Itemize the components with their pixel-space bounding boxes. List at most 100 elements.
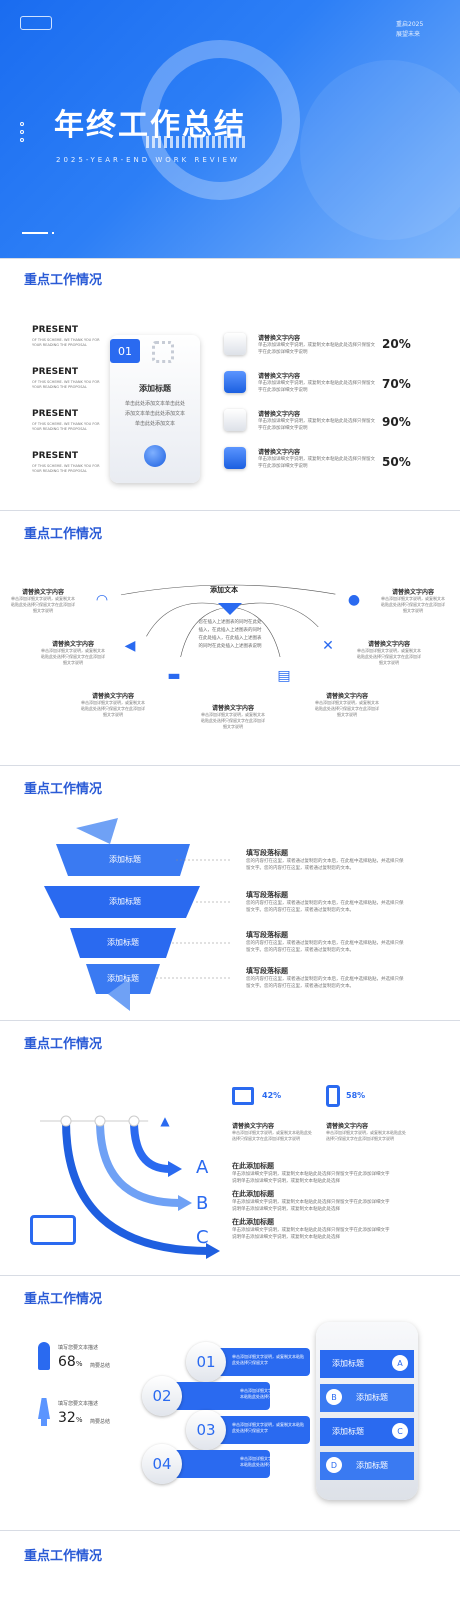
feature-text: 单击添加详细文字说明，或复制文本粘贴此处选择只保留文字在此添加详细文字说明 — [381, 596, 445, 613]
phone-row-badge: C — [392, 1423, 408, 1439]
phone-row-label: 添加标题 — [356, 1393, 388, 1402]
present-item: PRESENT OF THIS SCHEME. WE THANK YOU FOR… — [32, 409, 102, 432]
stat-item: 请替换文字内容 单击添加详细文字说明，或复制文本粘贴此处选择只保留文字在此添加详… — [232, 1121, 312, 1142]
option-letter: B — [196, 1193, 209, 1214]
present-text: OF THIS SCHEME. WE THANK YOU FOR YOUR RE… — [32, 338, 100, 347]
stat-title: 请替换文字内容 — [258, 449, 301, 456]
paragraph-item: 填写段落标题 您的内容打在这里，或者通过复制您的文本后，在此框中选择粘贴，并选择… — [246, 848, 406, 872]
hero-underline — [22, 232, 48, 234]
stat-value: 50% — [382, 455, 411, 469]
stat-title: 请替换文字内容 — [258, 411, 301, 418]
female-number: 32 — [58, 1410, 76, 1426]
stat-title: 请替换文字内容 — [258, 335, 301, 342]
section-6: 重点工作情况 — [0, 1530, 460, 1600]
funnel-label: 添加标题 — [109, 855, 141, 864]
phone-row-badge: B — [326, 1389, 342, 1405]
info-card: 01 添加标题 单击此处添加文本单击此处添加文本单击此处添加文本单击此处添加文本 — [110, 335, 200, 483]
stat-title: 请替换文字内容 — [326, 1123, 369, 1130]
section-1: 重点工作情况 PRESENT OF THIS SCHEME. WE THANK … — [0, 258, 460, 510]
phone-icon — [326, 1085, 340, 1107]
abc-text: 单击添加详细文字说明，或复制文本粘贴此处选择只保留文字在此添加详细文字说明单击添… — [232, 1228, 390, 1240]
present-title: PRESENT — [32, 409, 78, 419]
present-text: OF THIS SCHEME. WE THANK YOU FOR YOUR RE… — [32, 422, 100, 431]
male-label: 填写您要文本描述 — [58, 1345, 99, 1351]
present-item: PRESENT OF THIS SCHEME. WE THANK YOU FOR… — [32, 451, 102, 474]
feature-item: 请替换文字内容 单击添加详细文字说明，或复制文本粘贴此处选择只保留文字在此添加详… — [200, 703, 266, 730]
step-number: 03 — [186, 1410, 226, 1450]
phone-row-label: 添加标题 — [332, 1427, 364, 1436]
paragraph-text: 您的内容打在这里，或者通过复制您的文本后，在此框中选择粘贴，并选择只保留文字。您… — [246, 941, 404, 953]
present-item: PRESENT OF THIS SCHEME. WE THANK YOU FOR… — [32, 325, 102, 348]
female-value: 32% — [58, 1410, 82, 1426]
feature-text: 单击添加详细文字说明，或复制文本粘贴此处选择只保留文字在此添加详细文字说明 — [201, 712, 265, 729]
paragraph-title: 填写段落标题 — [246, 967, 288, 975]
step-text: 单击添加详细文字说明，或复制文本粘贴此处选择只保留文字 — [240, 1456, 300, 1467]
section-title: 重点工作情况 — [24, 273, 103, 288]
stat-text: 单击添加详细文字说明，或复制文本粘贴此处选择只保留文字在此添加详细文字说明 — [258, 343, 375, 355]
section-title: 重点工作情况 — [24, 527, 103, 542]
female-label: 填写您要文本描述 — [58, 1401, 99, 1407]
paragraph-text: 您的内容打在这里，或者通过复制您的文本后，在此框中选择粘贴，并选择只保留文字。您… — [246, 859, 404, 871]
phone-row-label: 添加标题 — [356, 1461, 388, 1470]
hero-subtitle: 2025-YEAR-END WORK REVIEW — [56, 156, 240, 164]
abc-text: 单击添加详细文字说明，或复制文本粘贴此处选择只保留文字在此添加详细文字说明单击添… — [232, 1172, 390, 1184]
hero-dot — [20, 138, 24, 142]
feature-title: 请替换文字内容 — [211, 705, 254, 712]
male-unit: % — [75, 1360, 83, 1368]
stat-text: 单击添加详细文字说明，或复制文本粘贴此处选择只保留文字在此添加详细文字说明 — [258, 419, 375, 431]
abc-title: 在此添加标题 — [232, 1190, 274, 1198]
feature-item: 请替换文字内容 单击添加详细文字说明，或复制文本粘贴此处选择只保留文字在此添加详… — [40, 639, 106, 666]
stat-value: 42% — [262, 1091, 282, 1100]
truck-icon — [30, 1215, 76, 1245]
funnel-label: 添加标题 — [107, 974, 139, 983]
hero-stripes — [146, 136, 246, 148]
abc-title: 在此添加标题 — [232, 1218, 274, 1226]
stat-item: 请替换文字内容 单击添加详细文字说明，或复制文本粘贴此处选择只保留文字在此添加详… — [258, 447, 376, 470]
present-title: PRESENT — [32, 325, 78, 335]
section-3: 重点工作情况 添加标题 添加标题 添加标题 添加标题 填写段落标题 您的内容打在… — [0, 765, 460, 1020]
abc-title: 在此添加标题 — [232, 1162, 274, 1170]
stat-square — [224, 371, 246, 393]
stat-text: 单击添加详细文字说明，或复制文本粘贴此处选择只保留文字在此添加详细文字说明 — [258, 381, 375, 393]
stat-square — [224, 333, 246, 355]
feature-text: 单击添加详细文字说明，或复制文本粘贴此处选择只保留文字在此添加详细文字说明 — [41, 648, 105, 665]
feature-title: 请替换文字内容 — [21, 589, 64, 596]
paragraph-item: 填写段落标题 您的内容打在这里，或者通过复制您的文本后，在此框中选择粘贴，并选择… — [246, 930, 406, 954]
stat-square — [224, 409, 246, 431]
puzzle-icon — [152, 341, 174, 363]
step-number: 01 — [186, 1342, 226, 1382]
stat-title: 请替换文字内容 — [232, 1123, 275, 1130]
step-text: 单击添加详细文字说明，或复制文本粘贴此处选择只保留文字 — [240, 1388, 300, 1399]
card-number: 01 — [110, 339, 140, 363]
feature-item: 请替换文字内容 单击添加详细文字说明，或复制文本粘贴此处选择只保留文字在此添加详… — [380, 587, 446, 614]
phone-row-label: 添加标题 — [332, 1359, 364, 1368]
hero-glow — [300, 60, 460, 240]
paragraph-text: 您的内容打在这里，或者通过复制您的文本后，在此框中选择粘贴，并选择只保留文字。您… — [246, 901, 404, 913]
feature-title: 请替换文字内容 — [91, 693, 134, 700]
present-text: OF THIS SCHEME. WE THANK YOU FOR YOUR RE… — [32, 380, 100, 389]
abc-item: 在此添加标题 单击添加详细文字说明，或复制文本粘贴此处选择只保留文字在此添加详细… — [232, 1189, 392, 1213]
arrow-diagram — [40, 1115, 220, 1259]
paragraph-item: 填写段落标题 您的内容打在这里，或者通过复制您的文本后，在此框中选择粘贴，并选择… — [246, 966, 406, 990]
hero-underline-dot — [52, 232, 54, 234]
funnel-graphic — [44, 818, 232, 1011]
stat-value: 70% — [382, 377, 411, 391]
phone-row-badge: D — [326, 1457, 342, 1473]
phone-row: 添加标题 C — [320, 1418, 414, 1446]
section-4: 重点工作情况 ▲ A B C 42% 请替换文字内容 单击添加详细文字说明，或复… — [0, 1020, 460, 1275]
stat-title: 请替换文字内容 — [258, 373, 301, 380]
paragraph-title: 填写段落标题 — [246, 849, 288, 857]
feature-title: 请替换文字内容 — [367, 641, 410, 648]
stat-value: 58% — [346, 1091, 366, 1100]
option-letter: C — [196, 1227, 209, 1248]
phone-row: D 添加标题 — [320, 1452, 414, 1480]
stat-item: 请替换文字内容 单击添加详细文字说明，或复制文本粘贴此处选择只保留文字在此添加详… — [258, 333, 376, 356]
female-note: 简要总结 — [90, 1419, 111, 1425]
stat-item: 请替换文字内容 单击添加详细文字说明，或复制文本粘贴此处选择只保留文字在此添加详… — [258, 409, 376, 432]
abc-item: 在此添加标题 单击添加详细文字说明，或复制文本粘贴此处选择只保留文字在此添加详细… — [232, 1217, 392, 1241]
present-title: PRESENT — [32, 451, 78, 461]
present-item: PRESENT OF THIS SCHEME. WE THANK YOU FOR… — [32, 367, 102, 390]
growth-chart-icon: ▲ — [148, 1105, 182, 1137]
feature-text: 单击添加详细文字说明，或复制文本粘贴此处选择只保留文字在此添加详细文字说明 — [11, 596, 75, 613]
stat-text: 单击添加详细文字说明，或复制文本粘贴此处选择只保留文字在此添加详细文字说明 — [326, 1130, 406, 1141]
